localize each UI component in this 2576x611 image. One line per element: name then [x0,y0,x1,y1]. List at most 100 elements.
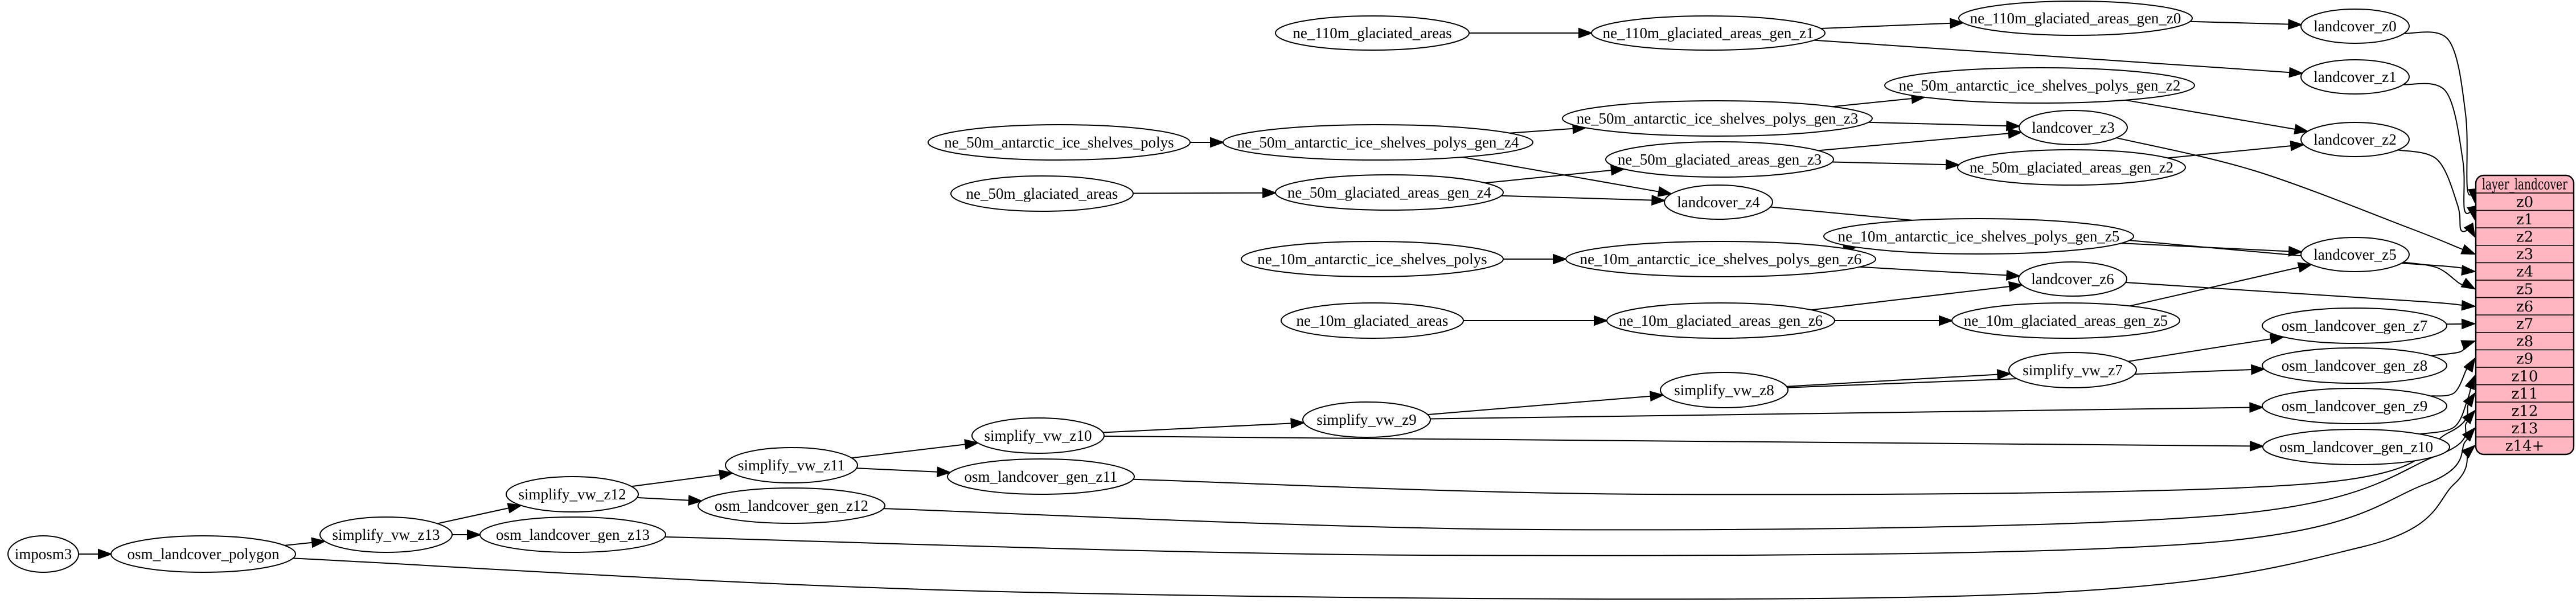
edge-ne_50m_glaciated_areas_gen_z4-to-landcover_z4 [1501,195,1667,206]
table-row-label: z13 [2512,420,2538,437]
node-ellipse [1958,1,2193,36]
edges-layer [79,18,2479,600]
edge-landcover_z4-to-layer_landcover-z4 [1770,206,2476,276]
node-ne_50m_glaciated_areas: ne_50m_glaciated_areas [950,175,1134,212]
node-landcover_z2: landcover_z2 [2300,122,2410,157]
node-ellipse [2262,347,2447,384]
edge-osm_landcover_gen_z9-to-layer_landcover-z9 [2430,357,2476,397]
node-ellipse [506,476,639,512]
arrowhead-icon [1210,137,1225,148]
node-label: ne_50m_glaciated_areas_gen_z2 [1970,159,2173,176]
edge-line [1104,436,2254,447]
edge-landcover_z5-to-layer_landcover-z5 [2403,261,2476,290]
arrowhead-icon [2461,265,2476,276]
node-ellipse [2300,59,2410,95]
table-row-cell-z9 [2476,349,2574,368]
edge-ne_110m_glaciated_areas_gen_z1-to-ne_110m_glaciated_areas_gen_z0 [1820,18,1965,29]
edge-osm_landcover_gen_z8-to-layer_landcover-z8 [2430,340,2476,356]
edge-ne_110m_glaciated_areas-to-ne_110m_glaciated_areas_gen_z1 [1469,27,1593,39]
edge-ne_10m_glaciated_areas_gen_z6-to-ne_10m_glaciated_areas_gen_z5 [1835,315,1954,326]
edge-landcover_z1-to-layer_landcover-z1 [2403,83,2477,221]
arrowhead-icon [1996,369,2012,380]
edge-ne_50m_glaciated_areas-to-ne_50m_glaciated_areas_gen_z4 [1133,187,1277,199]
arrowhead-icon [2250,440,2265,452]
edge-ne_10m_glaciated_areas-to-ne_10m_glaciated_areas_gen_z6 [1463,315,1609,326]
edge-line [2403,83,2474,214]
arrowhead-icon [2006,120,2021,132]
edge-ne_50m_glaciated_areas_gen_z3-to-ne_50m_glaciated_areas_gen_z2 [1832,159,1961,170]
node-label: ne_50m_antarctic_ice_shelves_polys_gen_z… [1237,134,1519,151]
table-row-label: z0 [2516,194,2533,211]
edge-landcover_z0-to-layer_landcover-z0 [2404,31,2479,204]
node-simplify_vw_z12: simplify_vw_z12 [506,476,639,512]
arrowhead-icon [2463,357,2476,373]
edge-line [1428,395,1654,416]
edge-line [2430,343,2467,356]
table-row-label: z11 [2512,386,2538,403]
node-label: landcover_z3 [2032,119,2114,136]
edge-line [1868,121,2011,127]
node-ellipse [1562,100,1873,137]
edge-ne_50m_antarctic_ice_shelves_polys_gen_z3-to-landcover_z3 [1868,120,2021,132]
node-label: landcover_z0 [2314,18,2396,35]
edge-simplify_vw_z13-to-simplify_vw_z12 [437,503,523,524]
node-label: ne_10m_antarctic_ice_shelves_polys_gen_z… [1838,228,2120,245]
arrowhead-icon [1949,18,1965,29]
arrowhead-icon [719,469,734,481]
edge-osm_landcover_gen_z7-to-layer_landcover-z7 [2446,318,2476,330]
arrowhead-icon [688,495,703,506]
node-landcover_z3: landcover_z3 [2019,110,2128,145]
edge-landcover_z3-to-layer_landcover-z3 [2116,137,2476,255]
edge-line [1133,400,2471,495]
node-ne_50m_glaciated_areas_gen_z2: ne_50m_glaciated_areas_gen_z2 [1957,149,2186,186]
layer-landcover-table: layer_landcoverz0z1z2z3z4z5z6z7z8z9z10z1… [2475,174,2575,456]
edge-line [2419,384,2472,435]
arrowhead-icon [2008,281,2024,292]
edge-osm_landcover_gen_z10-to-layer_landcover-z10 [2419,374,2476,435]
node-ellipse [928,124,1191,161]
node-ne_10m_antarctic_ice_shelves_polys: ne_10m_antarctic_ice_shelves_polys [1241,241,1504,277]
edge-simplify_vw_z13-to-osm_landcover_gen_z13 [452,529,482,540]
node-label: simplify_vw_z7 [2023,362,2123,379]
node-ellipse [1606,302,1835,339]
edge-landcover_z2-to-layer_landcover-z2 [2398,149,2476,239]
arrowhead-icon [1553,253,1568,265]
node-osm_landcover_gen_z13: osm_landcover_gen_z13 [479,516,666,553]
arrowhead-icon [1651,195,1667,206]
edge-simplify_vw_z11-to-simplify_vw_z10 [851,439,980,459]
edge-line [1133,192,1267,194]
node-label: landcover_z2 [2314,131,2396,148]
node-ellipse [1660,372,1789,408]
node-osm_landcover_gen_z8: osm_landcover_gen_z8 [2262,347,2447,384]
node-ellipse [1951,302,2180,339]
node-simplify_vw_z9: simplify_vw_z9 [1302,401,1431,438]
edge-line [2130,266,2303,307]
edge-simplify_vw_z7-to-osm_landcover_gen_z7 [2128,333,2285,362]
node-label: ne_110m_glaciated_areas_gen_z1 [1603,24,1814,42]
edge-ne_110m_glaciated_areas_gen_z1-to-landcover_z1 [1814,39,2304,78]
edge-ne_110m_glaciated_areas_gen_z0-to-landcover_z0 [2190,19,2303,30]
node-ne_110m_glaciated_areas_gen_z0: ne_110m_glaciated_areas_gen_z0 [1958,1,2193,36]
node-ellipse [1884,67,2195,104]
node-simplify_vw_z10: simplify_vw_z10 [971,417,1105,454]
node-label: osm_landcover_gen_z10 [2279,438,2433,456]
edge-simplify_vw_z9-to-osm_landcover_gen_z9 [1430,402,2265,420]
node-simplify_vw_z11: simplify_vw_z11 [725,447,858,483]
node-ellipse [2300,237,2410,272]
node-ellipse [7,535,79,573]
edge-line [1859,266,2011,276]
node-label: ne_50m_glaciated_areas_gen_z4 [1287,184,1492,201]
arrowhead-icon [1594,315,1609,326]
node-ellipse [2300,122,2410,157]
edge-line [1832,97,1915,108]
node-ne_110m_glaciated_areas_gen_z1: ne_110m_glaciated_areas_gen_z1 [1591,15,1826,51]
node-label: ne_50m_antarctic_ice_shelves_polys [944,134,1174,151]
node-ellipse [971,417,1105,454]
node-ellipse [479,516,666,553]
node-ellipse [1281,302,1464,339]
node-label: osm_landcover_gen_z12 [715,497,868,514]
table-row-label: z3 [2516,246,2533,263]
table-row-label: z6 [2516,298,2533,315]
node-label: landcover_z6 [2031,270,2114,288]
